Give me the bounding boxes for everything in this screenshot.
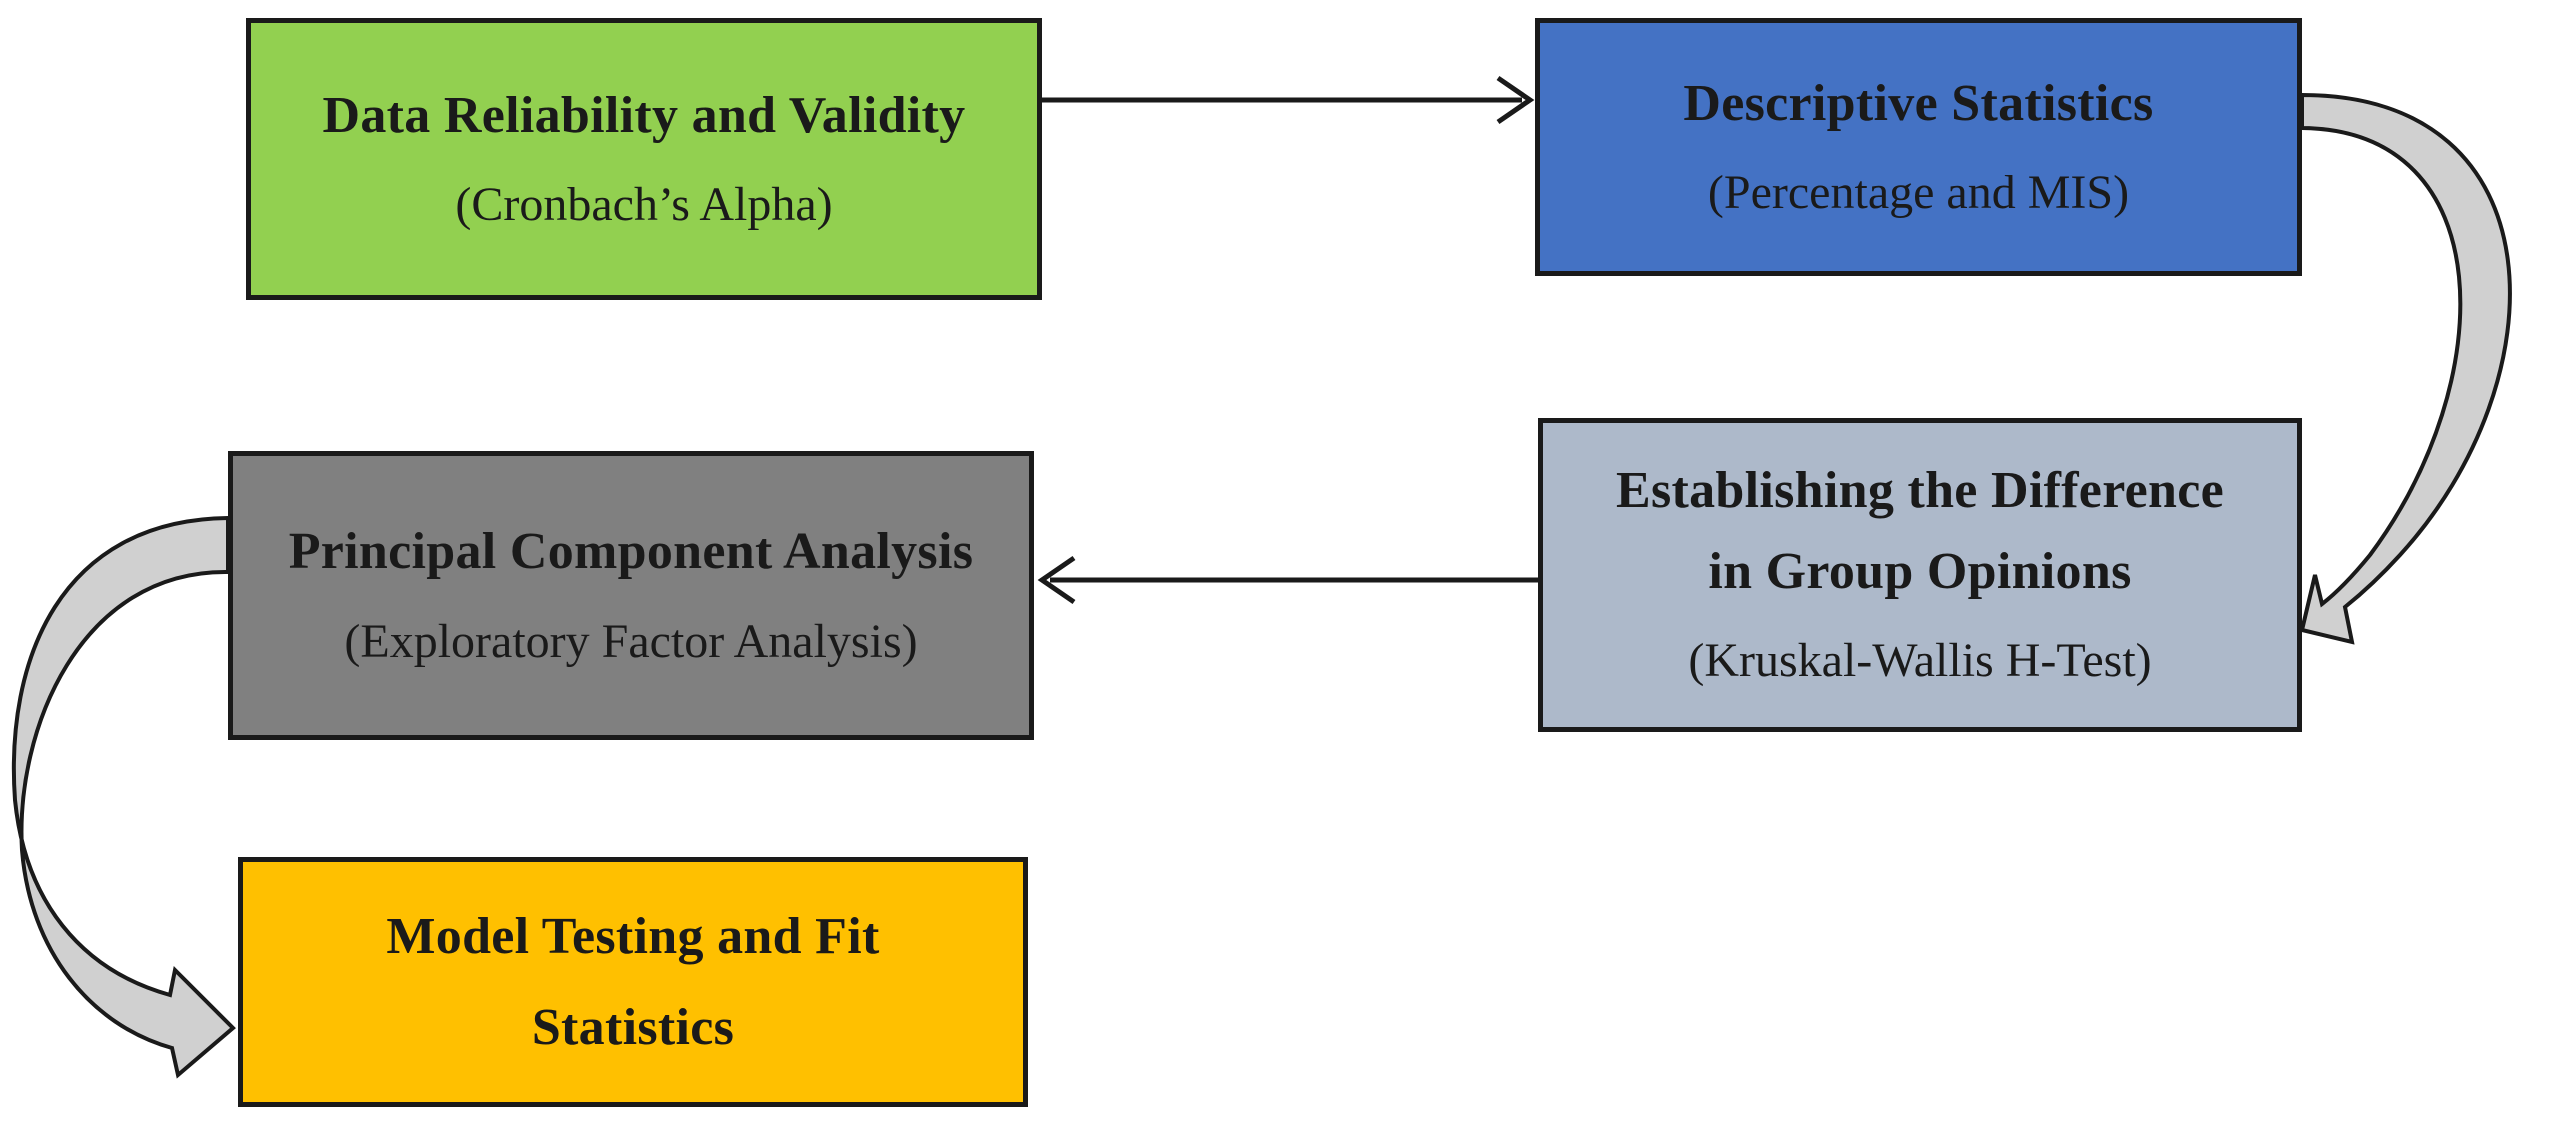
box-pca-subtitle: (Exploratory Factor Analysis)	[344, 614, 918, 668]
arrow-reliability-to-descriptive	[1042, 75, 1535, 125]
arrow-difference-to-pca	[1037, 555, 1538, 605]
box-difference-subtitle: (Kruskal-Wallis H-Test)	[1688, 634, 2152, 688]
box-pca-title: Principal Component Analysis	[288, 523, 974, 580]
box-difference-title-line2: in Group Opinions	[1708, 542, 2132, 600]
box-descriptive-title: Descriptive Statistics	[1683, 74, 2154, 132]
box-difference-title: Establishing the Difference in Group Opi…	[1616, 451, 2224, 612]
box-reliability-subtitle: (Cronbach’s Alpha)	[455, 178, 833, 232]
box-principal-component-analysis: Principal Component Analysis (Explorator…	[228, 451, 1034, 740]
curved-arrow-pca-to-model	[11, 515, 236, 1079]
box-reliability-title: Data Reliability and Validity	[322, 86, 966, 144]
box-data-reliability: Data Reliability and Validity (Cronbach’…	[246, 18, 1042, 300]
box-descriptive-subtitle: (Percentage and MIS)	[1707, 166, 2130, 220]
box-model-title: Model Testing and Fit Statistics	[386, 891, 879, 1073]
box-model-title-line2: Statistics	[531, 999, 735, 1056]
box-descriptive-statistics: Descriptive Statistics (Percentage and M…	[1535, 18, 2302, 276]
box-difference-title-line1: Establishing the Difference	[1615, 462, 2224, 520]
box-model-testing: Model Testing and Fit Statistics	[238, 857, 1028, 1107]
curved-arrow-descriptive-to-difference	[2299, 92, 2512, 645]
box-model-title-line1: Model Testing and Fit	[386, 908, 880, 965]
box-group-difference: Establishing the Difference in Group Opi…	[1538, 418, 2302, 732]
